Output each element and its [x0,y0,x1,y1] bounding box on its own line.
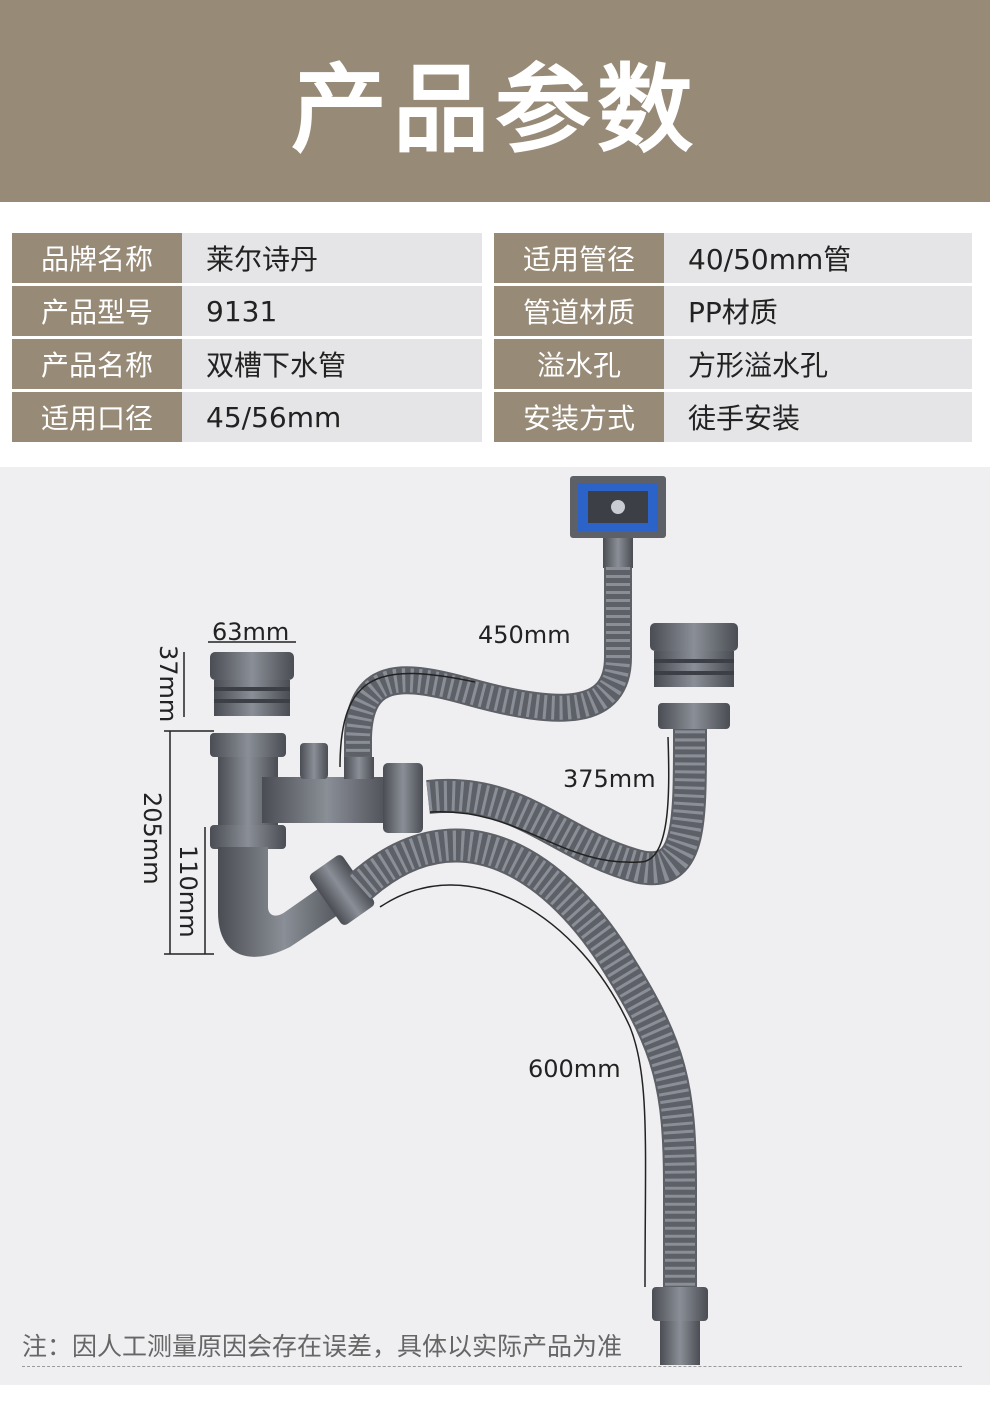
product-illustration: 63mm 37mm 205mm 110mm 450mm 375mm 600mm [0,467,990,1385]
spec-table: 品牌名称 莱尔诗丹 适用管径 40/50mm管 产品型号 9131 管道材质 P… [12,233,972,445]
spec-row: 产品名称 双槽下水管 溢水孔 方形溢水孔 [12,339,972,389]
spec-row: 适用口径 45/56mm 安装方式 徒手安装 [12,392,972,442]
spec-row: 产品型号 9131 管道材质 PP材质 [12,286,972,336]
spec-key: 品牌名称 [12,233,182,283]
spec-value: PP材质 [664,286,972,336]
drain-hose-600 [348,828,697,1297]
drain-pipe-drawing: 63mm 37mm 205mm 110mm 450mm 375mm 600mm [138,476,738,1365]
disclaimer-note: 注：因人工测量原因会存在误差，具体以实际产品为准 [22,1332,623,1361]
dim-width-63: 63mm [212,618,289,646]
dim-hose-450: 450mm [478,621,571,649]
spec-key: 溢水孔 [494,339,664,389]
spec-value: 9131 [182,286,482,336]
spec-value: 方形溢水孔 [664,339,972,389]
dim-hose-600: 600mm [528,1055,621,1083]
spec-value: 莱尔诗丹 [182,233,482,283]
dim-hose-375: 375mm [563,765,656,793]
overflow-hose [344,567,632,767]
title-banner: 产品参数 [0,0,990,202]
sink-coupling-right [650,623,738,687]
dim-height-37: 37mm [154,645,182,722]
outlet-connector [652,1287,708,1321]
page-title: 产品参数 [291,53,699,166]
spec-value: 双槽下水管 [182,339,482,389]
dashed-divider [22,1366,962,1367]
spec-value: 45/56mm [182,392,482,442]
spec-value: 徒手安装 [664,392,972,442]
spec-key: 管道材质 [494,286,664,336]
dim-height-205: 205mm [138,792,166,885]
spec-key: 产品型号 [12,286,182,336]
sink-coupling-left [210,652,294,716]
trap-body [210,733,423,957]
spec-key: 安装方式 [494,392,664,442]
overflow-fitting [570,476,666,568]
hose-connector [658,703,730,729]
spec-key: 适用管径 [494,233,664,283]
spec-key: 适用口径 [12,392,182,442]
spec-value: 40/50mm管 [664,233,972,283]
spec-key: 产品名称 [12,339,182,389]
dimension-lines [164,641,670,1288]
dim-height-110: 110mm [174,845,202,938]
spec-row: 品牌名称 莱尔诗丹 适用管径 40/50mm管 [12,233,972,283]
